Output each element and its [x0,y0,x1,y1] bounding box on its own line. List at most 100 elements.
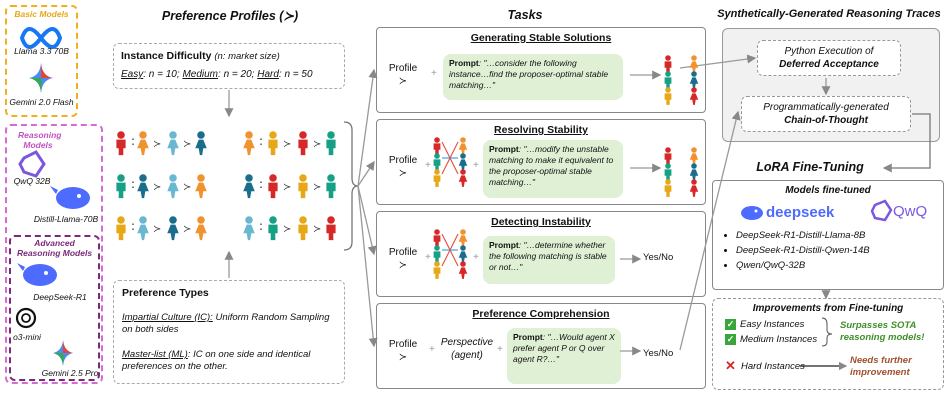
python-execution-box [757,40,901,76]
cot-line1: Programmatically-generated [763,102,889,113]
model-qwq: QwQ 32B [13,176,51,186]
preference-symbol: : [131,134,135,148]
deepseek-wordmark: deepseek [766,204,835,221]
preference-symbol: : [259,134,263,148]
perspective-label: Perspective (agent) [440,337,494,361]
preference-symbol: : [259,219,263,233]
person-icon [116,131,126,156]
medium-instances-label: Medium Instances [740,334,818,345]
plus-sign: + [431,68,437,79]
person-icon [243,131,255,156]
person-icon [268,216,278,241]
improvements-title: Improvements from Fine-tuning [752,303,904,314]
person-icon [137,131,149,156]
preference-symbol: ≻ [183,182,191,193]
prompt-label: Prompt [449,58,479,68]
medium-value: : n = 20; [218,69,255,80]
python-execution-text: Python Execution of Deferred Acceptance [757,45,901,71]
task-title-resolving: Resolving Stability [494,124,588,136]
prompt-text: : "…determine whether the following matc… [489,240,607,272]
medium-label: Medium [182,69,219,80]
profile-label: Profile ≻ [385,154,421,180]
ic-text: Uniform Random Sampling on both sides [122,312,330,335]
preference-symbol: ≻ [183,139,191,150]
qwq-wordmark: QwQ [893,203,928,220]
plus-sign: + [473,252,479,263]
person-icon [326,216,336,241]
list-item: DeepSeek-R1-Distill-Llama-8B [736,228,870,243]
person-icon [137,216,149,241]
person-icon [243,174,255,199]
person-icon [298,216,308,241]
person-icon [268,131,278,156]
easy-value: : n = 10; [143,69,180,80]
plus-sign: + [425,160,431,171]
cross-icon: ✕ [725,358,736,373]
preference-symbol: : [259,177,263,191]
output-yes-no: Yes/No [643,252,674,263]
synthetic-heading: Synthetically-Generated Reasoning Traces [717,8,941,20]
task-title-generating: Generating Stable Solutions [470,32,612,44]
needs-improvement-text: Needs further improvement [850,355,912,378]
ml-description: Master-list (ML): IC on one side and ide… [122,349,337,373]
tasks-heading: Tasks [507,8,543,22]
check-icon: ✓ [725,334,736,345]
plus-sign: + [473,160,479,171]
preference-symbol: ≻ [283,182,291,193]
preference-symbol: ≻ [153,224,161,235]
prompt-text: : "…consider the following instance…find… [449,58,609,90]
person-icon [137,174,149,199]
task-detecting-instability: Detecting Instability Profile ≻ + + Prom… [376,211,706,297]
easy-label: Easy [121,69,144,80]
profile-text: Profile [388,339,418,350]
list-item: DeepSeek-R1-Distill-Qwen-14B [736,243,870,258]
ic-label: Impartial Culture (IC): [122,312,213,323]
reasoning-models-label: Reasoning Models [18,130,62,150]
preference-symbol: ≻ [313,139,321,150]
preference-types-box [113,280,345,384]
difficulty-title: Instance Difficulty [121,50,212,62]
model-distill-llama: Distill-Llama-70B [33,214,99,224]
task-preference-comprehension: Preference Comprehension Profile ≻ + Per… [376,303,706,389]
plus-sign: + [429,344,435,355]
difficulty-levels: Easy: n = 10; Medium: n = 20; Hard: n = … [121,69,313,80]
succ-symbol: ≻ [398,168,408,179]
model-llama: Llama 3.3 70B [14,46,69,56]
succ-symbol: ≻ [398,76,408,87]
cot-text: Programmatically-generated Chain-of-Thou… [741,101,911,127]
person-icon [243,216,255,241]
hard-label: Hard [257,69,279,80]
plus-sign: + [497,344,503,355]
difficulty-title-line: Instance Difficulty (n: market size) [121,50,280,62]
person-icon [268,174,278,199]
difficulty-note: (n: market size) [214,51,280,62]
task-generating-stable: Generating Stable Solutions Profile ≻ + … [376,27,706,113]
profile-label: Profile ≻ [385,62,421,88]
output-yes-no: Yes/No [643,348,674,359]
person-icon [326,131,336,156]
check-icon: ✓ [725,319,736,330]
person-icon [298,174,308,199]
task-title-detecting: Detecting Instability [491,216,591,228]
plus-sign: + [425,252,431,263]
hard-value: : n = 50 [278,69,313,80]
person-icon [298,131,308,156]
advanced-models-label: Advanced Reasoning Models [16,238,93,258]
prompt-label: Prompt [513,332,543,342]
person-icon [195,174,207,199]
person-icon [326,174,336,199]
prompt-label: Prompt [489,240,519,250]
preference-symbol: ≻ [283,139,291,150]
prompt-bubble: Prompt: "…Would agent X prefer agent P o… [507,328,621,384]
task-resolving-stability: Resolving Stability Profile ≻ + + Prompt… [376,119,706,205]
prompt-text: : "…modify the unstable matching to make… [489,144,614,187]
prompt-label: Prompt [489,144,519,154]
cot-box [741,96,911,132]
basic-models-box [5,5,78,117]
person-icon [167,174,179,199]
preference-symbol: : [131,177,135,191]
succ-symbol: ≻ [398,352,408,363]
prompt-bubble: Prompt: "…determine whether the followin… [483,236,615,284]
person-icon [195,131,207,156]
prompt-text: : "…Would agent X prefer agent P or Q ov… [513,332,615,364]
